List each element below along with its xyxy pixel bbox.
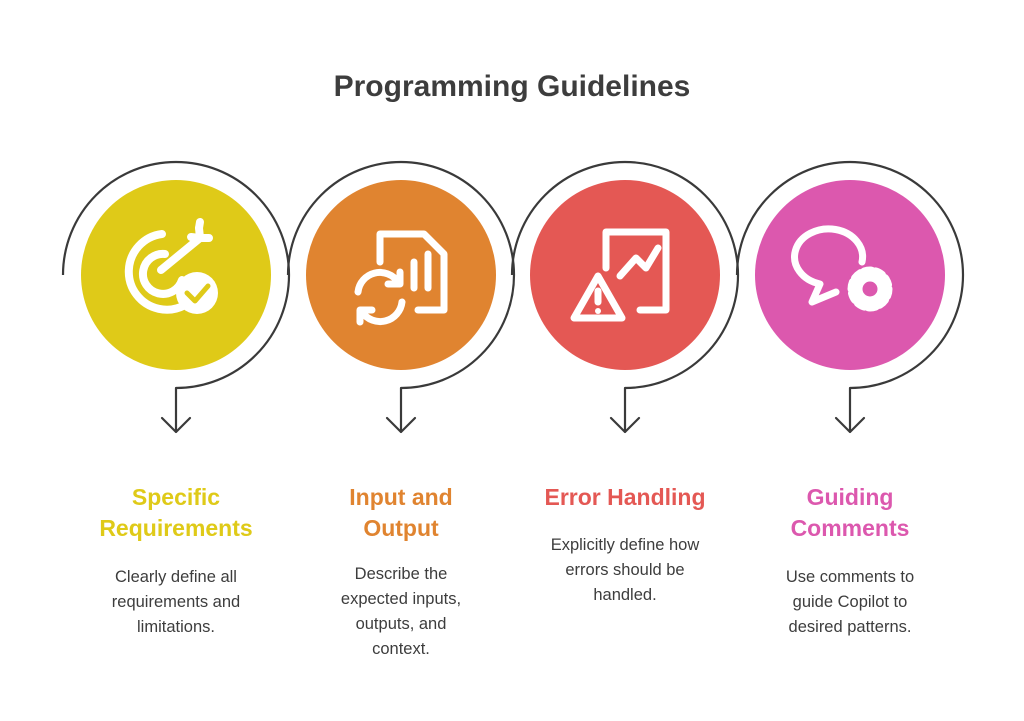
step-4-desc-line-2: guide Copilot to xyxy=(792,593,908,611)
step-2-title-line-2: Output xyxy=(363,515,439,541)
diagram-title: Programming Guidelines xyxy=(333,70,691,103)
step-3-title: Error Handling xyxy=(525,482,725,513)
step-1-outline-arc xyxy=(61,160,291,390)
step-2-desc-line-1: Describe the xyxy=(354,565,448,583)
step-4-title: Guiding Comments xyxy=(750,482,950,544)
step-3-outline-arc xyxy=(510,160,740,390)
step-4-title-line-2: Comments xyxy=(790,515,910,541)
step-4-title-line-1: Guiding xyxy=(806,484,894,510)
step-4-arrow xyxy=(834,386,866,434)
step-3-arrow xyxy=(609,386,641,434)
document-refresh-icon xyxy=(354,230,448,326)
step-4-outline-arc xyxy=(735,160,965,390)
step-2-desc-line-3: outputs, and xyxy=(355,615,447,633)
step-4-desc-line-1: Use comments to xyxy=(785,568,915,586)
step-1-title-line-1: Specific xyxy=(131,484,221,510)
step-1-description: Clearly define all requirements and limi… xyxy=(81,565,271,640)
step-3-desc-line-1: Explicitly define how xyxy=(550,536,700,554)
step-1-desc-line-3: limitations. xyxy=(137,618,215,636)
step-4-description: Use comments to guide Copilot to desired… xyxy=(755,565,945,640)
step-1-desc-line-2: requirements and xyxy=(111,593,241,611)
step-2-outline-arc xyxy=(286,160,516,390)
step-4-desc-line-3: desired patterns. xyxy=(788,618,912,636)
step-1-desc-line-1: Clearly define all xyxy=(115,568,237,586)
chart-warning-icon xyxy=(570,228,670,322)
step-1-graphic xyxy=(61,160,291,434)
step-2-description: Describe the expected inputs, outputs, a… xyxy=(306,562,496,662)
step-3-graphic xyxy=(510,160,740,434)
step-4-circle xyxy=(755,180,945,370)
step-3-desc-line-2: errors should be xyxy=(565,561,685,579)
step-4-graphic xyxy=(735,160,965,434)
step-3-desc-line-3: handled. xyxy=(593,586,657,604)
step-2-arrow xyxy=(385,386,417,434)
step-2-desc-line-4: context. xyxy=(372,640,430,658)
step-3-description: Explicitly define how errors should be h… xyxy=(520,533,730,608)
step-2-title-line-1: Input and xyxy=(349,484,453,510)
step-1-title-line-2: Requirements xyxy=(99,515,253,541)
step-2-desc-line-2: expected inputs, xyxy=(340,590,462,608)
step-1-arrow xyxy=(160,386,192,434)
step-1-circle xyxy=(81,180,271,370)
chat-gear-icon xyxy=(791,225,893,312)
step-3-title-line-1: Error Handling xyxy=(544,484,706,510)
step-2-title: Input and Output xyxy=(301,482,501,544)
step-1-title: Specific Requirements xyxy=(76,482,276,544)
target-check-icon xyxy=(124,218,218,314)
step-2-graphic xyxy=(286,160,516,434)
